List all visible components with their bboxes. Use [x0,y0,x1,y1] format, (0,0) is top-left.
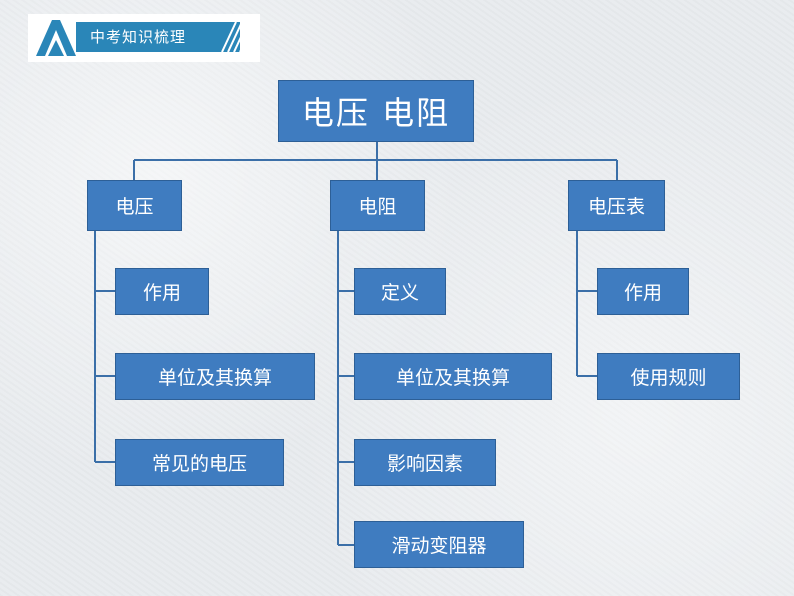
logo-a-icon [36,20,76,56]
leaf-node: 单位及其换算 [115,353,315,400]
branch-node-voltmeter: 电压表 [568,180,665,231]
root-node: 电压 电阻 [278,80,474,142]
leaf-node: 单位及其换算 [354,353,552,400]
leaf-node: 常见的电压 [115,439,284,486]
branch-node-voltage: 电压 [87,180,182,231]
leaf-node: 使用规则 [597,353,740,400]
branch-node-resistance: 电阻 [330,180,425,231]
stripes-icon [221,22,260,52]
leaf-node: 滑动变阻器 [354,521,524,568]
leaf-node: 定义 [354,268,446,315]
header-badge: 中考知识梳理 [28,14,260,62]
page-title: 中考知识梳理 [90,28,187,46]
leaf-node: 作用 [115,268,209,315]
leaf-node: 作用 [597,268,689,315]
leaf-node: 影响因素 [354,439,496,486]
title-bar: 中考知识梳理 [76,22,240,52]
